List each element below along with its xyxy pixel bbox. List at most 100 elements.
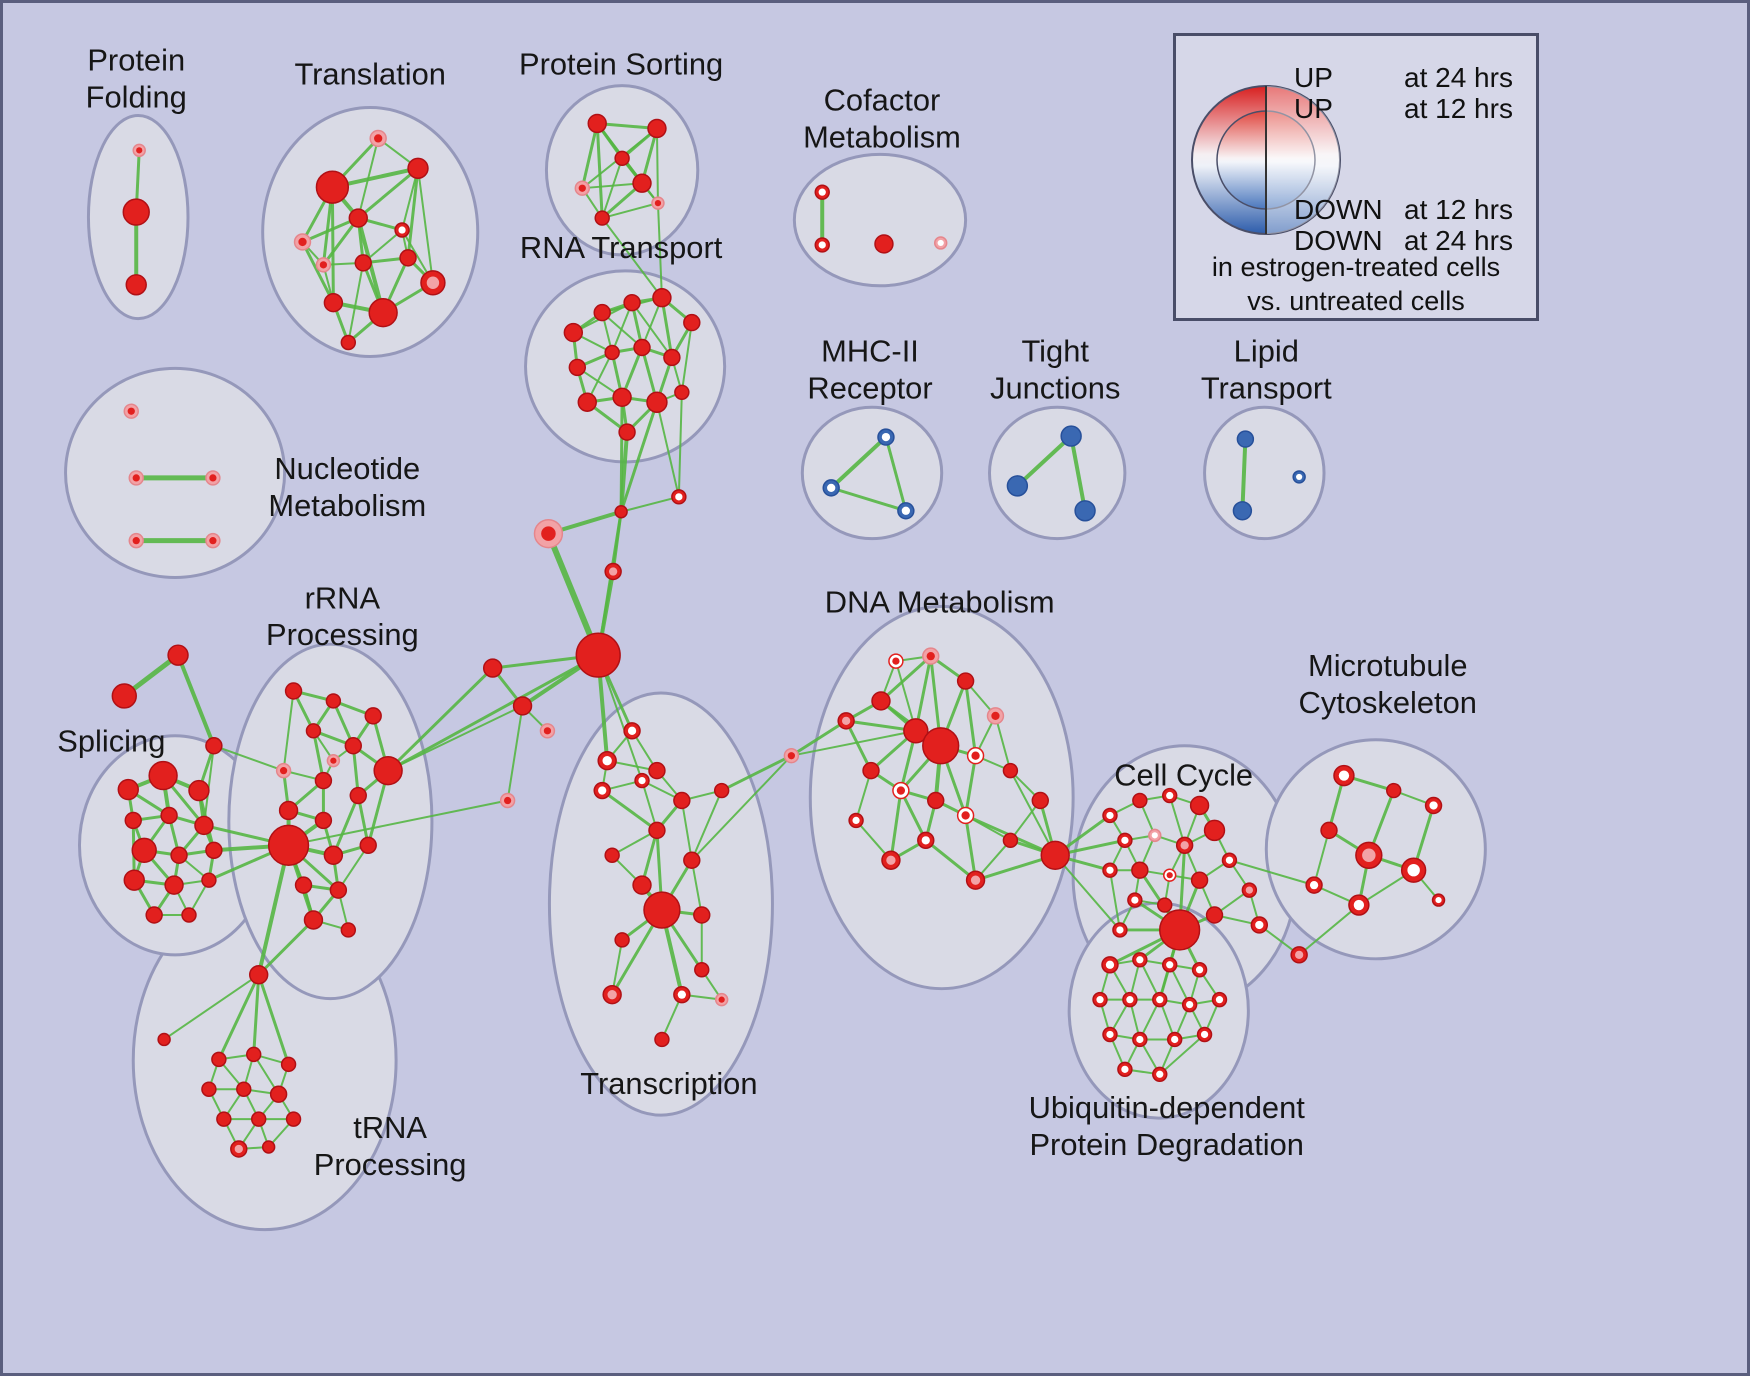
network-node bbox=[359, 836, 377, 855]
network-edge bbox=[889, 789, 903, 862]
network-node bbox=[1161, 787, 1178, 804]
network-edge bbox=[1015, 434, 1074, 488]
network-node bbox=[123, 403, 139, 419]
network-node bbox=[1132, 792, 1148, 809]
network-edge bbox=[1108, 869, 1121, 931]
network-edge bbox=[690, 859, 703, 917]
network-node bbox=[275, 762, 292, 779]
network-node bbox=[205, 737, 223, 755]
network-node bbox=[623, 293, 641, 312]
network-node bbox=[303, 910, 324, 930]
cluster-label-rna-transport: RNA Transport bbox=[520, 230, 723, 265]
network-node bbox=[933, 236, 948, 250]
cluster-lipid-transport bbox=[1203, 405, 1326, 541]
network-edge bbox=[829, 486, 908, 513]
network-node bbox=[897, 502, 915, 520]
network-node bbox=[1203, 819, 1226, 842]
cluster-label-microtubule-cytoskeleton: Microtubule bbox=[1308, 648, 1468, 683]
network-edge bbox=[1298, 904, 1360, 956]
network-node bbox=[499, 792, 516, 809]
network-edge bbox=[924, 838, 978, 882]
network-edge bbox=[789, 719, 848, 758]
network-edge bbox=[301, 216, 360, 244]
network-node bbox=[1117, 832, 1133, 849]
network-edge bbox=[994, 714, 1012, 772]
network-edge bbox=[1228, 859, 1316, 887]
network-edge bbox=[330, 185, 335, 305]
network-node bbox=[713, 782, 730, 799]
network-edge bbox=[301, 240, 335, 305]
network-node bbox=[575, 632, 621, 678]
network-node bbox=[1241, 882, 1258, 898]
network-node bbox=[1189, 795, 1210, 816]
network-node bbox=[340, 922, 357, 938]
network-node bbox=[248, 965, 269, 985]
network-node bbox=[671, 489, 687, 505]
network-edge bbox=[1313, 829, 1331, 887]
network-node bbox=[399, 249, 417, 267]
cluster-label-translation: Translation bbox=[294, 57, 446, 92]
network-node bbox=[892, 781, 910, 800]
cluster-label-rrna-processing: rRNA bbox=[305, 580, 381, 615]
cluster-label-splicing: Splicing bbox=[57, 724, 165, 759]
network-node bbox=[482, 658, 503, 678]
network-node bbox=[205, 841, 223, 860]
network-node bbox=[420, 270, 446, 296]
network-node bbox=[663, 348, 681, 367]
network-node bbox=[160, 806, 178, 825]
network-node bbox=[871, 691, 891, 711]
network-edge bbox=[790, 729, 917, 757]
cluster-label-ubiquitin-degradation: Protein Degradation bbox=[1029, 1127, 1303, 1162]
network-node bbox=[236, 1081, 252, 1097]
legend-up-12-label: UP bbox=[1294, 93, 1333, 124]
network-node bbox=[1002, 832, 1019, 849]
network-edge bbox=[1158, 1033, 1206, 1076]
network-node bbox=[633, 338, 651, 357]
network-node bbox=[194, 815, 214, 836]
network-node bbox=[874, 234, 894, 254]
network-node bbox=[348, 208, 368, 228]
network-edge bbox=[256, 843, 291, 977]
network-node bbox=[340, 334, 357, 351]
network-node bbox=[1232, 501, 1253, 521]
network-node bbox=[604, 562, 622, 581]
network-edge bbox=[964, 679, 978, 758]
cluster-label-ubiquitin-degradation: Ubiquitin-dependent bbox=[1029, 1090, 1306, 1125]
legend-down-24-label: DOWN bbox=[1294, 225, 1383, 256]
network-node bbox=[145, 906, 163, 924]
network-node bbox=[164, 875, 184, 895]
network-node bbox=[1400, 857, 1427, 883]
network-node bbox=[822, 479, 840, 497]
network-node bbox=[205, 470, 221, 486]
legend-box: UP at 24 hrs UP at 12 hrs DOWN at 12 hrs… bbox=[1173, 33, 1539, 321]
cluster-label-trna-processing: Processing bbox=[314, 1147, 467, 1182]
network-node bbox=[654, 1031, 670, 1048]
cluster-label-rrna-processing: Processing bbox=[266, 617, 419, 652]
network-edge bbox=[690, 789, 723, 862]
network-node bbox=[1102, 1026, 1118, 1043]
network-edge bbox=[601, 217, 663, 299]
network-edge bbox=[720, 754, 793, 793]
network-edge bbox=[176, 653, 216, 748]
network-node bbox=[922, 647, 940, 665]
network-edge bbox=[879, 654, 933, 703]
network-node bbox=[648, 761, 666, 780]
network-node bbox=[1211, 991, 1228, 1008]
network-edge bbox=[331, 794, 360, 857]
network-edge bbox=[844, 719, 873, 773]
network-edge bbox=[580, 121, 599, 190]
network-node bbox=[1191, 962, 1208, 978]
network-node bbox=[329, 881, 348, 899]
network-node bbox=[814, 184, 830, 200]
cluster-label-mhc-ii-receptor: Receptor bbox=[807, 370, 932, 405]
network-node bbox=[714, 992, 729, 1007]
network-edge bbox=[217, 973, 261, 1061]
network-node bbox=[512, 696, 533, 716]
network-node bbox=[394, 222, 410, 238]
cluster-label-protein-folding: Protein bbox=[87, 43, 185, 78]
network-node bbox=[1290, 946, 1308, 964]
network-node bbox=[368, 297, 398, 328]
legend-rings-diagram bbox=[1191, 85, 1341, 235]
network-node bbox=[1386, 782, 1402, 799]
